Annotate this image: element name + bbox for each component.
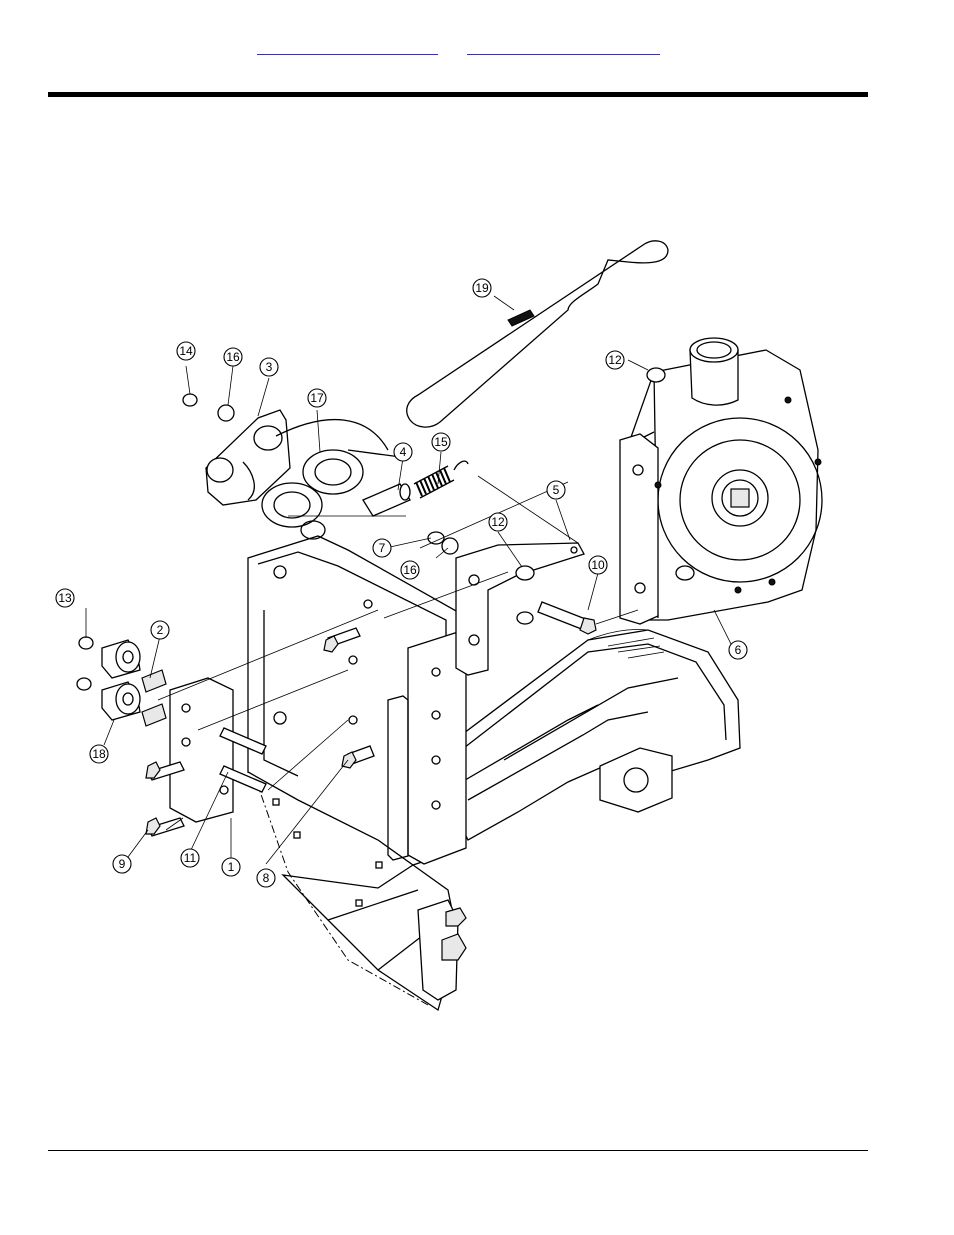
callout-10: 10 [589,556,607,574]
svg-text:1: 1 [228,860,235,874]
callout-19: 19 [473,279,491,297]
callout-9: 9 [113,855,131,873]
bracket [456,543,584,675]
cover-plate [407,241,668,427]
callout-2: 2 [151,621,169,639]
callout-15: 15 [432,433,450,451]
parts-diagram: 1 2 3 4 5 6 7 8 9 10 11 12 12 13 14 15 1… [48,200,832,1015]
callout-6: 6 [729,641,747,659]
svg-text:19: 19 [475,281,489,295]
svg-text:2: 2 [157,623,164,637]
callout-8: 8 [257,869,275,887]
callout-16a: 16 [224,348,242,366]
svg-text:11: 11 [184,851,197,865]
callout-11: 11 [181,849,199,867]
callout-17: 17 [308,389,326,407]
callout-1: 1 [222,858,240,876]
svg-text:16: 16 [226,350,240,364]
spring [414,461,468,498]
svg-text:14: 14 [179,344,193,358]
callout-16b: 16 [401,561,419,579]
callout-12b: 12 [606,351,624,369]
svg-text:3: 3 [266,360,273,374]
callout-13: 13 [56,589,74,607]
svg-text:10: 10 [591,558,605,572]
callout-18: 18 [90,745,108,763]
svg-text:18: 18 [92,747,106,761]
svg-text:7: 7 [379,541,386,555]
header-link-1[interactable] [257,40,438,55]
svg-text:12: 12 [491,515,505,529]
callout-4: 4 [394,443,412,461]
svg-text:16: 16 [403,563,417,577]
callout-3: 3 [260,358,278,376]
svg-text:15: 15 [434,435,448,449]
pin [363,484,410,516]
clip-icon [508,310,534,326]
mount-plate [170,678,233,822]
svg-text:12: 12 [608,353,622,367]
header-rule [48,92,868,97]
idler-arm-assembly [206,410,408,539]
svg-text:5: 5 [553,483,560,497]
svg-text:9: 9 [119,857,126,871]
callout-12a: 12 [489,513,507,531]
rollers [77,637,166,726]
svg-text:17: 17 [310,391,324,405]
svg-text:8: 8 [263,871,270,885]
svg-text:13: 13 [58,591,72,605]
footer-rule [48,1150,868,1151]
callout-14: 14 [177,342,195,360]
header-link-2[interactable] [467,40,660,55]
callout-7: 7 [373,539,391,557]
callout-5: 5 [547,481,565,499]
svg-text:4: 4 [400,445,407,459]
svg-text:6: 6 [735,643,742,657]
